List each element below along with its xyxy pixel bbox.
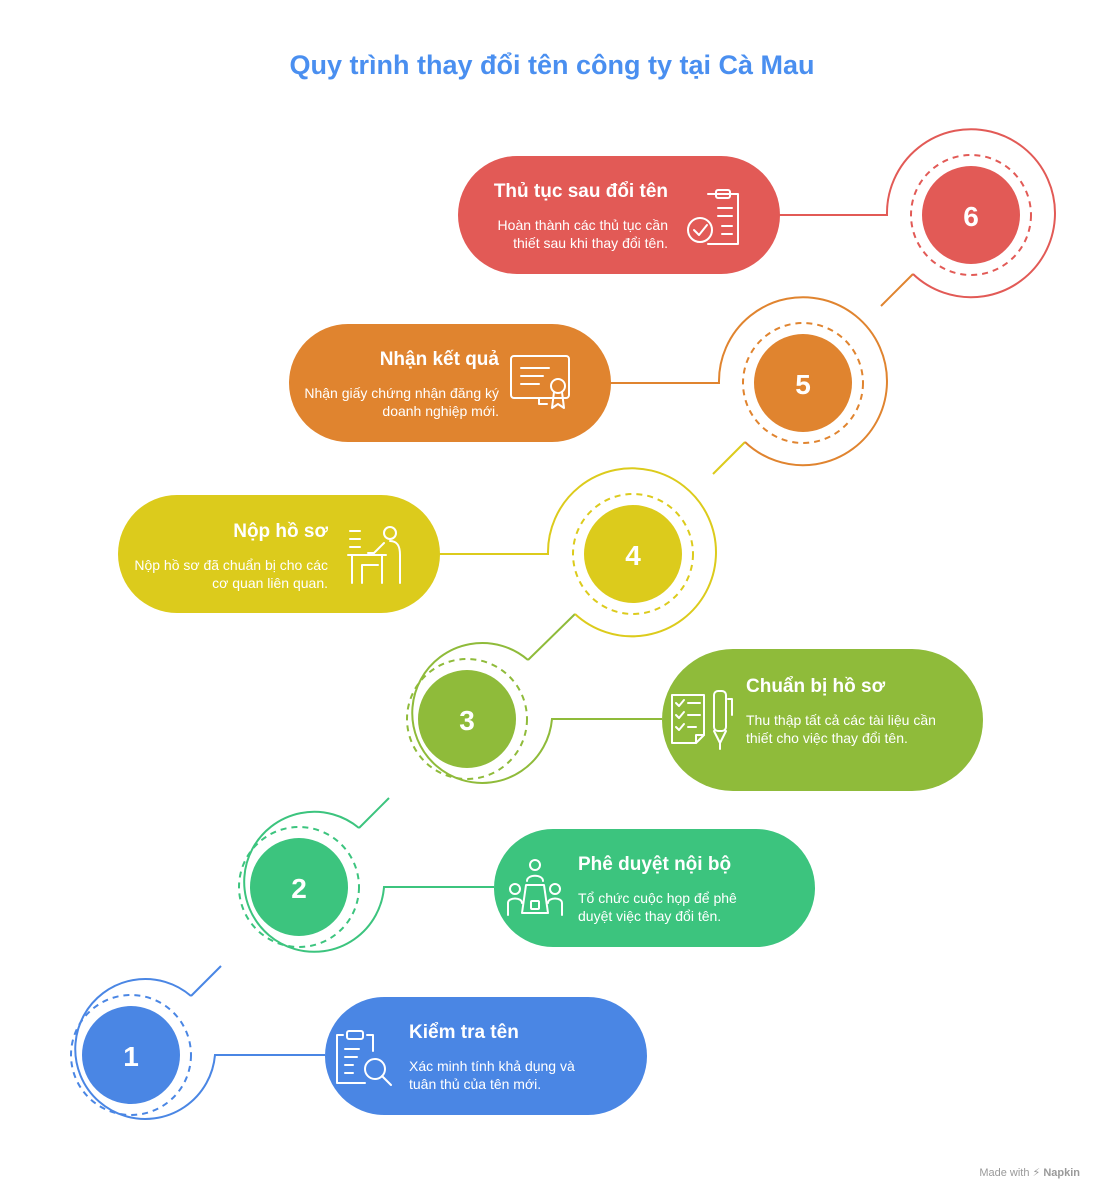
step-4-card: Nộp hồ sơ Nộp hồ sơ đã chuẩn bị cho các …: [118, 495, 440, 613]
diagram-title: Quy trình thay đổi tên công ty tại Cà Ma…: [289, 50, 815, 80]
clipboard-check-icon: [687, 189, 739, 245]
step-2-circle: [250, 838, 348, 936]
step-6-card: Thủ tục sau đổi tên Hoàn thành các thủ t…: [458, 156, 780, 274]
step-3-circle: [418, 670, 516, 768]
step-5-card: Nhận kết quả Nhận giấy chứng nhận đăng k…: [289, 324, 611, 442]
checklist-pen-icon: [671, 690, 733, 750]
step-4-ring: 4: [438, 467, 717, 638]
footer-prefix: Made with: [979, 1167, 1030, 1179]
step-1-ring: 1: [70, 978, 325, 1120]
step-4-description: Nộp hồ sơ đã chuẩn bị cho các cơ quan li…: [134, 557, 328, 591]
step-1-description: Xác minh tính khả dụng và tuân thủ của t…: [409, 1058, 575, 1092]
step-2-title: Phê duyệt nội bộ: [578, 854, 732, 875]
step-2-ring: 2: [238, 810, 494, 953]
step-1-card: Kiểm tra tên Xác minh tính khả dụng và t…: [325, 997, 647, 1115]
step-6-circle: [922, 166, 1020, 264]
step-4-number: 4: [625, 540, 641, 571]
step-5-description: Nhận giấy chứng nhận đăng ký doanh nghiệ…: [304, 385, 499, 419]
step-2-description: Tổ chức cuộc họp để phê duyệt việc thay …: [578, 890, 737, 924]
connector-1-2: [190, 965, 222, 997]
step-6-title: Thủ tục sau đổi tên: [493, 181, 668, 202]
step-6-description: Hoàn thành các thủ tục cần thiết sau khi…: [497, 217, 668, 251]
submit-desk-icon: [347, 526, 401, 584]
connector-3-4: [527, 613, 576, 661]
step-5-title: Nhận kết quả: [379, 349, 499, 370]
connector-4-5: [712, 441, 746, 475]
step-3-ring: 3: [406, 642, 662, 784]
step-4-title: Nộp hồ sơ: [233, 521, 328, 542]
step-3-number: 3: [459, 705, 475, 736]
step-1-circle: [82, 1006, 180, 1104]
step-6-number: 6: [963, 201, 979, 232]
step-5-ring: 5: [609, 296, 888, 467]
step-4-circle: [584, 505, 682, 603]
connector-2-3: [358, 797, 390, 829]
step-5-circle: [754, 334, 852, 432]
meeting-icon: [507, 859, 563, 916]
napkin-watermark: Made with ⚡ Napkin: [979, 1166, 1080, 1179]
clipboard-search-icon: [336, 1030, 392, 1086]
step-2-number: 2: [291, 873, 307, 904]
step-1-number: 1: [123, 1041, 139, 1072]
connector-5-6: [880, 273, 914, 307]
step-1-title: Kiểm tra tên: [409, 1022, 519, 1043]
step-3-description: Thu thập tất cả các tài liệu cần thiết c…: [746, 712, 936, 746]
footer-brand: Napkin: [1043, 1167, 1080, 1179]
step-5-number: 5: [795, 369, 811, 400]
step-2-card: Phê duyệt nội bộ Tổ chức cuộc họp để phê…: [494, 829, 815, 947]
step-3-title: Chuẩn bị hồ sơ: [746, 676, 886, 697]
napkin-logo-icon: ⚡: [1032, 1167, 1041, 1179]
step-3-card: Chuẩn bị hồ sơ Thu thập tất cả các tài l…: [662, 649, 983, 791]
step-6-ring: 6: [777, 128, 1056, 299]
certificate-icon: [510, 355, 570, 409]
